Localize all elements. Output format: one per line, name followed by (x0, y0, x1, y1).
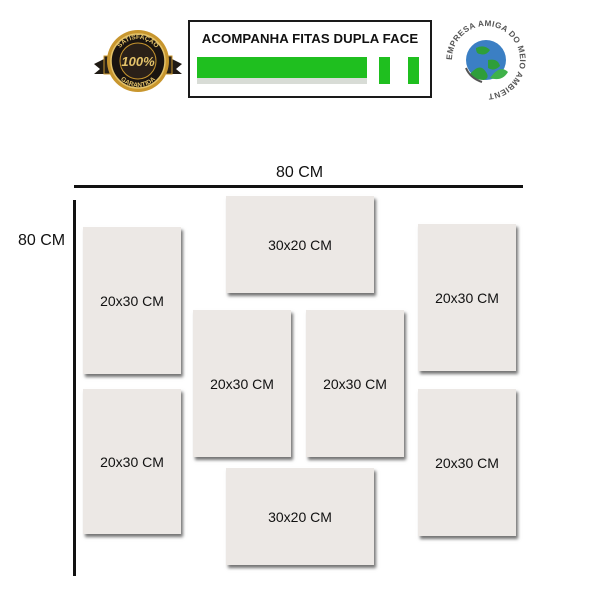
panel-size-label: 20x30 CM (435, 289, 499, 306)
panel-size-label: 20x30 CM (435, 454, 499, 471)
canvas-panel: 20x30 CM (306, 310, 404, 457)
canvas-panel: 20x30 CM (83, 389, 181, 534)
canvas-panel: 20x30 CM (83, 227, 181, 374)
eco-friendly-seal: EMPRESA AMIGA DO MEIO AMBIENTE (440, 14, 532, 106)
panel-size-label: 30x20 CM (268, 508, 332, 525)
panel-size-label: 20x30 CM (210, 375, 274, 392)
satisfaction-badge: SATISFAÇÃO GARANTIDA 100% (92, 26, 184, 96)
canvas-panel: 20x30 CM (418, 389, 516, 536)
double-sided-tape-piece (379, 57, 390, 84)
height-dimension-line (73, 200, 76, 576)
satisfaction-seal-icon: SATISFAÇÃO GARANTIDA 100% (94, 30, 182, 92)
eco-globe-icon: EMPRESA AMIGA DO MEIO AMBIENTE (440, 14, 527, 101)
canvas-panel: 20x30 CM (193, 310, 291, 457)
width-dimension-line (74, 185, 523, 188)
canvas-panel: 30x20 CM (226, 196, 374, 293)
double-sided-tape-piece (408, 57, 419, 84)
panel-size-label: 30x20 CM (268, 236, 332, 253)
canvas-panel: 30x20 CM (226, 468, 374, 565)
badge-center-text: 100% (121, 54, 155, 69)
panel-size-label: 20x30 CM (100, 292, 164, 309)
tape-backing (197, 78, 367, 84)
panel-size-label: 20x30 CM (100, 453, 164, 470)
tape-box-title: ACOMPANHA FITAS DUPLA FACE (201, 31, 419, 46)
canvas-panel: 20x30 CM (418, 224, 516, 371)
width-label: 80 CM (276, 164, 324, 181)
panel-size-label: 20x30 CM (323, 375, 387, 392)
height-label: 80 CM (18, 232, 66, 249)
double-sided-tape-strip (197, 57, 367, 78)
